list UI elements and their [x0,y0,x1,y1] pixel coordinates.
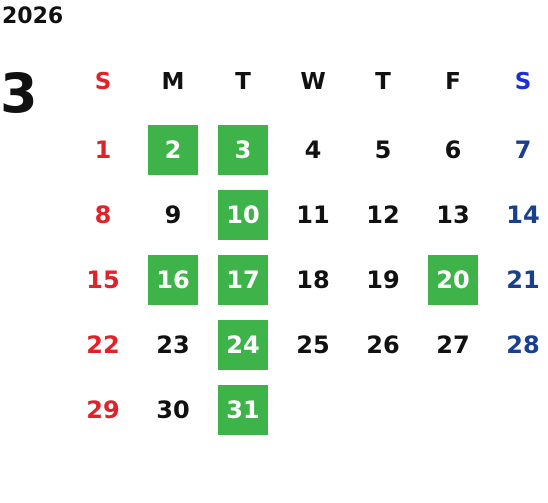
day-number-highlighted: 20 [428,255,478,305]
day-cell[interactable]: 19 [348,248,418,313]
day-cell[interactable]: 10 [208,183,278,248]
day-number-highlighted: 10 [218,190,268,240]
day-cell[interactable]: 8 [68,183,138,248]
day-number: 8 [94,201,112,229]
day-cell[interactable]: 4 [278,118,348,183]
day-number: 29 [86,396,120,424]
year-label: 2026 [2,4,64,29]
day-number: 28 [506,331,540,359]
day-number: 25 [296,331,330,359]
day-number-highlighted: 31 [218,385,268,435]
day-cell[interactable]: 16 [138,248,208,313]
day-cell[interactable]: 26 [348,313,418,378]
day-number: 9 [164,201,182,229]
day-number: 27 [436,331,470,359]
day-number: 14 [506,201,540,229]
day-cell[interactable]: 5 [348,118,418,183]
day-cell[interactable]: 1 [68,118,138,183]
day-number: 7 [514,136,532,164]
day-cell[interactable]: 21 [488,248,548,313]
day-number: 13 [436,201,470,229]
day-number: 5 [374,136,392,164]
day-number: 1 [94,136,112,164]
day-number: 18 [296,266,330,294]
day-cell[interactable]: 9 [138,183,208,248]
day-number-highlighted: 17 [218,255,268,305]
day-number: 19 [366,266,400,294]
day-cell[interactable]: 20 [418,248,488,313]
day-cell[interactable]: 18 [278,248,348,313]
day-number: 22 [86,331,120,359]
day-cell[interactable]: 12 [348,183,418,248]
weekday-header-6: S [514,69,532,95]
day-cell[interactable]: 31 [208,378,278,443]
day-number: 15 [86,266,120,294]
day-cell[interactable]: 13 [418,183,488,248]
weekday-header-3: W [300,69,326,95]
day-cell[interactable]: 24 [208,313,278,378]
day-cell[interactable]: 23 [138,313,208,378]
day-number-highlighted: 3 [218,125,268,175]
weekday-header-0: S [94,69,112,95]
day-number: 12 [366,201,400,229]
day-cell[interactable]: 28 [488,313,548,378]
day-cell[interactable]: 14 [488,183,548,248]
day-cell[interactable]: 25 [278,313,348,378]
day-number: 4 [304,136,322,164]
day-number-highlighted: 2 [148,125,198,175]
day-cell[interactable]: 22 [68,313,138,378]
day-cell[interactable]: 7 [488,118,548,183]
day-cell[interactable]: 3 [208,118,278,183]
month-label: 3 [0,62,38,125]
day-cell[interactable]: 6 [418,118,488,183]
weekday-header-1: M [161,69,185,95]
day-number: 21 [506,266,540,294]
day-cell[interactable]: 17 [208,248,278,313]
weekday-header-5: F [445,69,461,95]
day-number-highlighted: 16 [148,255,198,305]
day-cell[interactable]: 29 [68,378,138,443]
day-number: 23 [156,331,190,359]
day-number-highlighted: 24 [218,320,268,370]
day-cell[interactable]: 2 [138,118,208,183]
day-cell[interactable]: 11 [278,183,348,248]
day-number: 11 [296,201,330,229]
day-cell[interactable]: 27 [418,313,488,378]
day-number: 26 [366,331,400,359]
weekday-header-4: T [375,69,391,95]
weekday-header-2: T [235,69,251,95]
day-cell[interactable]: 15 [68,248,138,313]
day-cell[interactable]: 30 [138,378,208,443]
day-number: 6 [444,136,462,164]
day-number: 30 [156,396,190,424]
